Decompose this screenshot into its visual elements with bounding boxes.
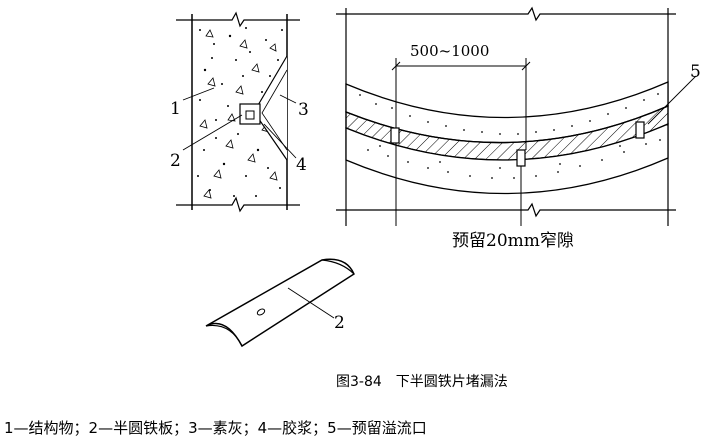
figure-legend: 1—结构物；2—半圆铁板；3—素灰；4—胶浆；5—预留溢流口 [4, 419, 427, 437]
arch-section: 500~1000 5 预留20mm窄隙 [336, 6, 701, 251]
dimension-label: 500~1000 [410, 42, 489, 60]
plug-detail [239, 55, 288, 161]
label-4: 4 [296, 155, 307, 175]
figure-caption: 图3-84 下半圆铁片堵漏法 [336, 374, 508, 390]
dimension-line [391, 58, 531, 150]
label-1: 1 [170, 99, 181, 119]
label-2-plate: 2 [334, 313, 345, 333]
reserved-gaps [390, 121, 645, 167]
label-3: 3 [298, 100, 309, 120]
label-2: 2 [170, 151, 181, 171]
label-5: 5 [690, 62, 701, 82]
leader-lines-left [182, 87, 297, 159]
half-plate-section [239, 103, 261, 125]
half-plate-sketch: 2 [205, 258, 355, 348]
gap-note: 预留20mm窄隙 [452, 231, 574, 251]
arch-texture [359, 93, 661, 179]
